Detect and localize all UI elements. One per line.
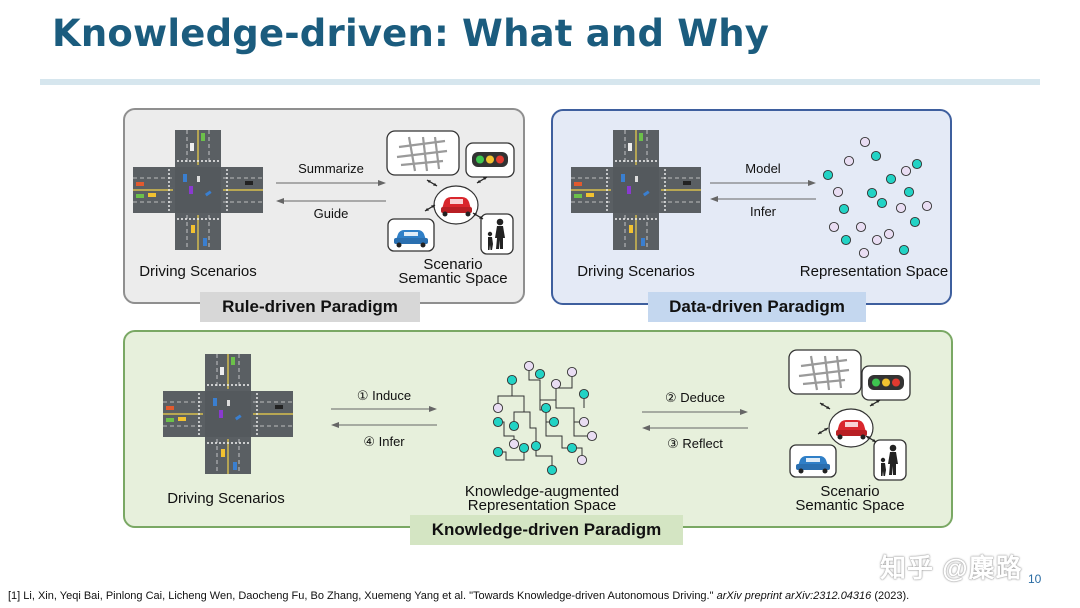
rule-scenario-label-line1: Scenario [423, 256, 483, 273]
reflect-label: ③ Reflect [667, 436, 723, 451]
rule-driven-caption: Rule-driven Paradigm [200, 292, 420, 322]
rule-guide-arrow-icon [276, 198, 386, 204]
data-driving-scenarios-label: Driving Scenarios [577, 263, 695, 280]
rule-summarize-arrow-icon [276, 180, 386, 186]
knowledge-scenario-label-line1: Scenario [820, 483, 880, 500]
rule-scenario-label-line2: Semantic Space [398, 270, 508, 287]
knowledge-representation-label-line2: Representation Space [467, 497, 617, 514]
data-intersection-icon [570, 129, 702, 251]
deduce-arrow-icon [642, 409, 748, 415]
data-model-arrow-icon [710, 180, 816, 186]
data-model-label: Model [745, 161, 781, 176]
citation-venue: arXiv preprint arXiv:2312.04316 [716, 590, 872, 602]
knowledge-driven-caption: Knowledge-driven Paradigm [410, 515, 683, 545]
knowledge-representation-label-line1: Knowledge-augmented [464, 483, 620, 500]
knowledge-intersection-icon [162, 353, 294, 475]
data-driven-caption: Data-driven Paradigm [648, 292, 866, 322]
rule-summarize-label: Summarize [298, 161, 364, 176]
representation-space-dots-icon [822, 136, 933, 259]
knowledge-link-arrows-icon [817, 399, 881, 443]
knowledge-scenario-label-line2: Semantic Space [795, 497, 905, 514]
data-infer-label: Infer [749, 204, 776, 219]
citation-text: [1] Li, Xin, Yeqi Bai, Pinlong Cai, Lich… [8, 590, 714, 602]
knowledge-driving-scenarios-label: Driving Scenarios [167, 490, 285, 507]
reflect-arrow-icon [642, 425, 748, 431]
representation-space-label: Representation Space [799, 263, 949, 280]
rule-guide-label: Guide [313, 206, 349, 221]
knowledge-graph-icon [492, 360, 598, 476]
rule-driving-scenarios-label: Driving Scenarios [139, 263, 257, 280]
watermark: 知乎 @麋路 [880, 553, 1023, 583]
rule-intersection-icon [132, 129, 264, 251]
page-title: Knowledge-driven: What and Why [52, 12, 770, 55]
citation-footnote: [1] Li, Xin, Yeqi Bai, Pinlong Cai, Lich… [8, 590, 909, 602]
induce-label: ① Induce [356, 388, 412, 403]
rule-map-icon [385, 129, 461, 177]
title-underline [40, 79, 1040, 85]
data-infer-arrow-icon [710, 196, 816, 202]
rule-link-arrows-icon [424, 176, 488, 220]
page-number: 10 [1028, 572, 1042, 586]
infer-label: ④ Infer [363, 434, 405, 449]
citation-year: (2023). [874, 590, 910, 602]
induce-arrow-icon [331, 406, 437, 412]
deduce-label: ② Deduce [664, 390, 726, 405]
rule-traffic-light-icon [465, 142, 515, 178]
knowledge-blue-car-icon [789, 444, 837, 478]
knowledge-traffic-light-icon [861, 365, 911, 401]
infer-arrow-icon [331, 422, 437, 428]
knowledge-map-icon [787, 348, 863, 396]
